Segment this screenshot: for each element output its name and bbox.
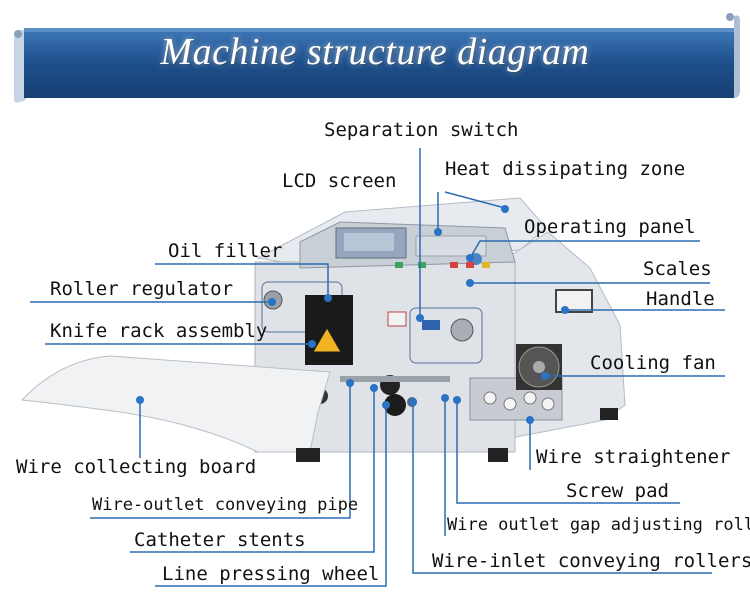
label-wire-outlet-gap-adjusting-rollers: Wire outlet gap adjusting rollers (447, 515, 750, 535)
leader-operating-panel (469, 240, 700, 259)
label-separation-switch: Separation switch (324, 119, 519, 141)
leader-catheter (130, 388, 375, 553)
label-lcd-screen: LCD screen (282, 170, 397, 192)
label-oil-filler: Oil filler (168, 240, 283, 262)
leader-heat-zone (444, 191, 506, 209)
label-handle: Handle (646, 288, 715, 310)
leader-inlet-rollers (412, 402, 712, 574)
page-title: Machine structure diagram (160, 31, 590, 73)
title-banner (14, 13, 740, 103)
label-operating-panel: Operating panel (524, 216, 696, 238)
label-scales: Scales (643, 258, 712, 280)
label-screw-pad: Screw pad (566, 480, 669, 502)
leader-pressing-wheel (155, 405, 387, 587)
label-knife-rack-assembly: Knife rack assembly (50, 320, 268, 342)
leader-screw-pad (456, 400, 680, 504)
label-wire-collecting-board: Wire collecting board (16, 456, 257, 478)
label-line-pressing-wheel: Line pressing wheel (162, 563, 380, 585)
label-wire-outlet-conveying-pipe: Wire-outlet conveying pipe (92, 495, 359, 515)
leader-outlet-pipe (90, 383, 351, 519)
label-roller-regulator: Roller regulator (50, 278, 234, 300)
label-heat-dissipating-zone: Heat dissipating zone (445, 158, 686, 180)
leader-oil-filler (155, 263, 329, 298)
label-wire-straightener: Wire straightener (536, 446, 731, 468)
label-cooling-fan: Cooling fan (590, 352, 716, 374)
label-wire-inlet-conveying-rollers: Wire-inlet conveying rollers (432, 550, 750, 572)
label-catheter-stents: Catheter stents (134, 529, 306, 551)
